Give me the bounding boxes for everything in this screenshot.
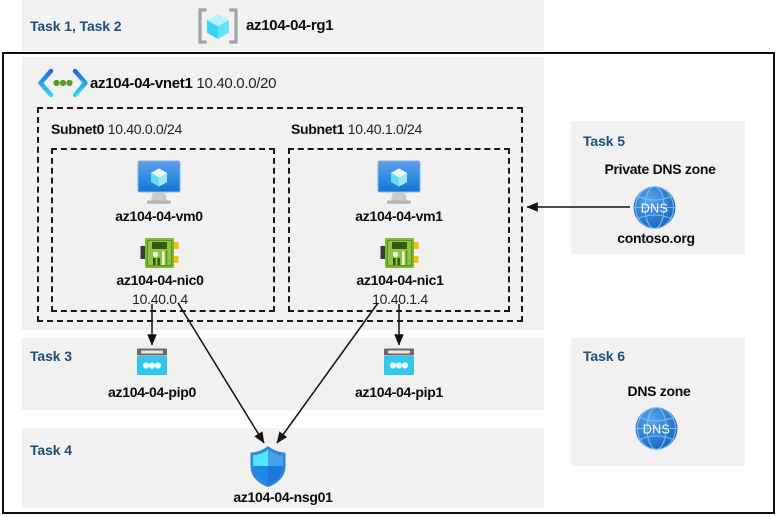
network-security-group-icon [248,444,288,488]
task-label-4: Task 4 [30,442,72,458]
dns-icon-text: DNS [641,202,669,216]
vm0-name: az104-04-vm0 [115,208,203,224]
nsg-name: az104-04-nsg01 [233,489,333,505]
virtual-machine-icon [374,158,424,206]
subnet0-title: Subnet0 10.40.0.0/24 [51,121,182,137]
nic0-ip: 10.40.0.4 [132,291,188,307]
subnet0-name: Subnet0 [51,121,105,137]
task-label-6: Task 6 [583,348,625,364]
dns-icon-text: DNS [643,423,671,437]
task-label-3: Task 3 [30,348,72,364]
subnet1-title: Subnet1 10.40.1.0/24 [291,121,422,137]
private-dns-title: Private DNS zone [604,161,716,177]
dns-zone-icon: DNS [632,185,677,230]
subnet1-cidr: 10.40.1.0/24 [347,121,423,137]
vnet-panel [22,57,544,330]
pip1-name: az104-04-pip1 [355,384,443,400]
pip0-name: az104-04-pip0 [108,384,196,400]
subnet1-name: Subnet1 [291,121,345,137]
task-label-1-2: Task 1, Task 2 [30,18,122,34]
lab-boundary [2,52,775,514]
vnet-name-label: az104-04-vnet1 10.40.0.0/20 [90,75,277,92]
public-dns-title: DNS zone [627,383,691,399]
vnet-name: az104-04-vnet1 [90,75,193,92]
virtual-machine-icon [134,158,184,206]
vnet-cidr: 10.40.0.0/20 [196,75,277,92]
public-ip-address-icon [134,348,170,378]
resource-group-name: az104-04-rg1 [246,17,334,34]
subnet0-cidr: 10.40.0.0/24 [107,121,183,137]
public-ip-address-icon [381,348,417,378]
task-label-5: Task 5 [583,133,625,149]
dns-zone-icon: DNS [634,406,679,451]
virtual-network-icon [37,68,89,98]
subnet0-box [51,148,275,312]
resource-group-band [22,0,544,51]
network-interface-icon [380,236,420,270]
nic0-name: az104-04-nic0 [116,272,204,288]
public-ip-panel [22,338,544,410]
private-dns-name: contoso.org [617,230,695,246]
resource-group-icon [197,6,239,46]
nic1-ip: 10.40.1.4 [372,291,428,307]
network-interface-icon [140,236,180,270]
vm1-name: az104-04-vm1 [355,208,443,224]
nic1-name: az104-04-nic1 [356,272,444,288]
